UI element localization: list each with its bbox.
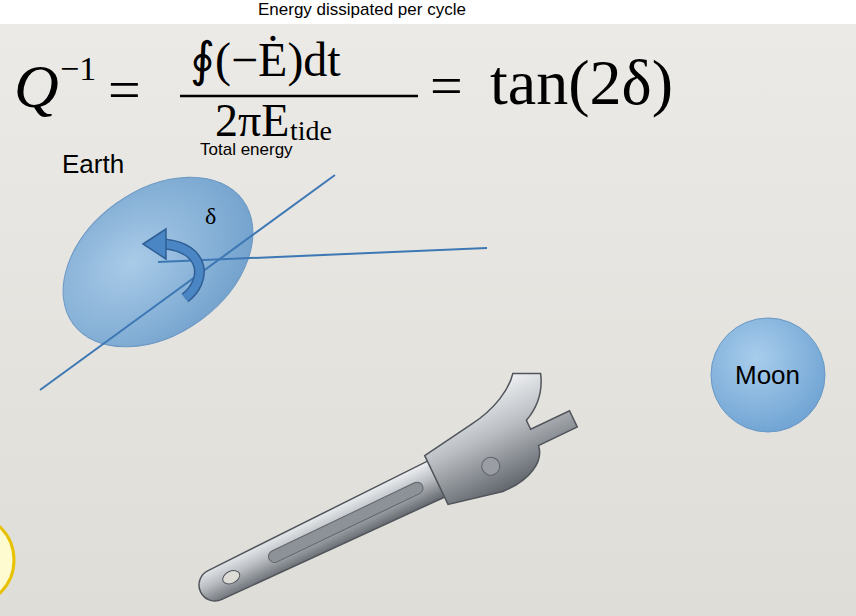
earth-ellipse: Earth	[30, 148, 500, 408]
rotation-arrow	[165, 244, 199, 298]
moon-body	[711, 318, 825, 432]
moon-label: Moon	[735, 361, 800, 390]
earth-moon-line	[158, 248, 487, 262]
equation-sign: =	[108, 58, 141, 122]
rotation-arrow-outline	[165, 244, 199, 298]
yellow-circle	[0, 514, 14, 606]
earth-label: Earth	[62, 150, 124, 179]
tidal-bulge-axis	[40, 175, 335, 390]
wrench-illustration	[174, 358, 589, 616]
slide-background	[0, 24, 856, 616]
moon-circle: Moon	[710, 317, 826, 433]
equation-numerator: ∮(−Ė)dt	[190, 34, 341, 87]
bottom-note: Total energy	[200, 141, 293, 160]
equation-sign: =	[430, 54, 463, 118]
rotation-arrowhead	[143, 229, 166, 259]
equation-result: tan(2δ)	[490, 48, 673, 118]
equation-subscript: tide	[290, 116, 332, 147]
equation-exponent: −1	[60, 50, 96, 87]
earth-ellipse-shape	[30, 148, 500, 408]
top-note: Energy dissipated per cycle	[258, 1, 466, 20]
lag-angle: δ	[205, 203, 216, 229]
equation-denominator: 2πE	[215, 96, 289, 147]
equation-symbol: Q	[14, 52, 59, 120]
